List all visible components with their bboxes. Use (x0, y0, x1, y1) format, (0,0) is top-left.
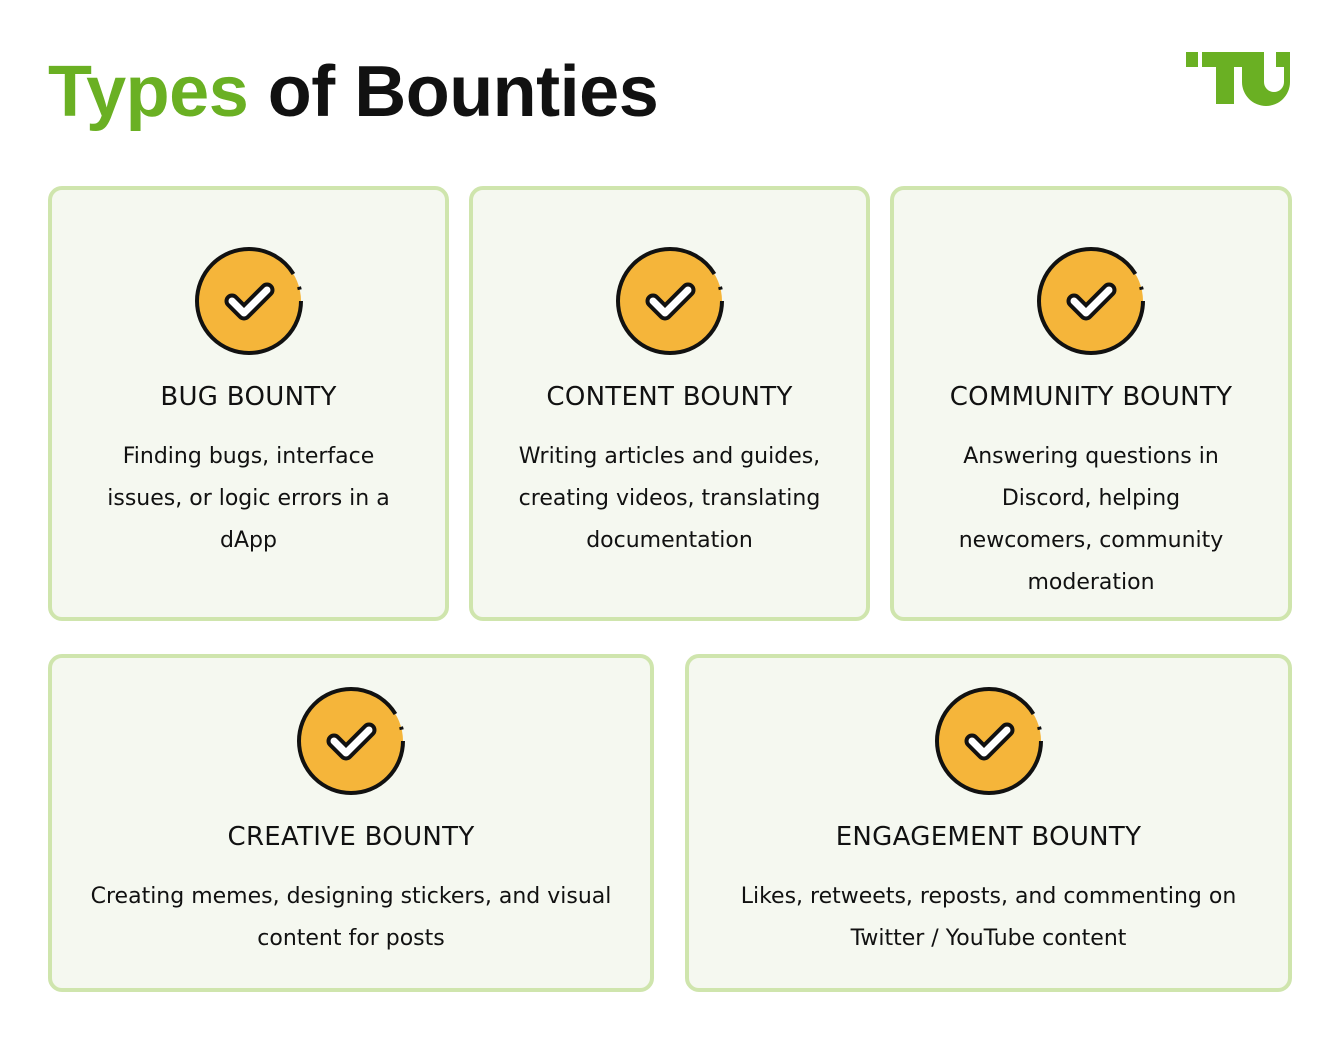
card-engagement-bounty: ENGAGEMENT BOUNTY Likes, retweets, repos… (685, 654, 1292, 992)
checkmark-circle-icon (934, 687, 1043, 795)
card-title: CONTENT BOUNTY (546, 382, 793, 412)
card-title: BUG BOUNTY (160, 382, 337, 412)
title-accent: Types (48, 52, 249, 132)
card-content-bounty: CONTENT BOUNTY Writing articles and guid… (469, 186, 870, 621)
card-title: ENGAGEMENT BOUNTY (835, 822, 1142, 852)
card-description: Likes, retweets, reposts, and commenting… (740, 884, 1237, 951)
checkmark-circle-icon (615, 247, 724, 355)
card-community-bounty: COMMUNITY BOUNTY Answering questions in … (890, 186, 1292, 621)
tu-logo (1184, 50, 1292, 106)
checkmark-circle-icon (1037, 247, 1145, 355)
card-description: Writing articles and guides, creating vi… (518, 444, 821, 553)
card-creative-bounty: CREATIVE BOUNTY Creating memes, designin… (48, 654, 654, 992)
card-title: CREATIVE BOUNTY (227, 822, 475, 852)
title-rest: of Bounties (267, 52, 659, 132)
page-title: Types of Bounties (48, 50, 659, 134)
card-description: Creating memes, designing stickers, and … (90, 884, 612, 951)
checkmark-circle-icon (194, 247, 303, 355)
card-description: Answering questions in Discord, helping … (958, 444, 1224, 595)
card-description: Finding bugs, interface issues, or logic… (107, 444, 390, 553)
card-bug-bounty: BUG BOUNTY Finding bugs, interface issue… (48, 186, 449, 621)
card-title: COMMUNITY BOUNTY (949, 382, 1233, 412)
checkmark-circle-icon (297, 687, 405, 795)
